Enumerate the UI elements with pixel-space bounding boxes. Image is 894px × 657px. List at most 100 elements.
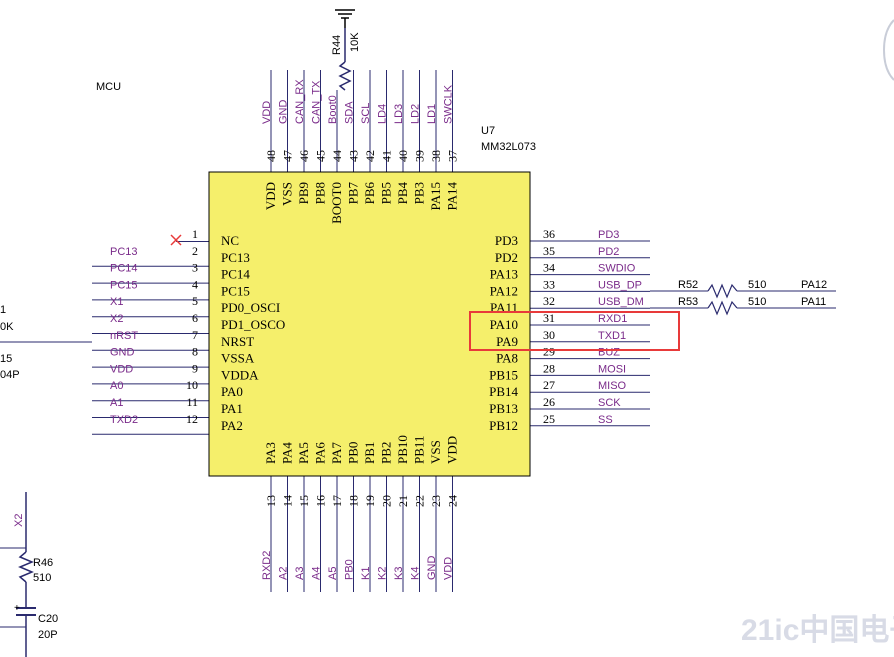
left-pin-number: 12 <box>186 412 198 426</box>
top-pin-name: PB4 <box>395 182 410 205</box>
left-pin-name: PA0 <box>221 384 243 399</box>
left-net-label: nRST <box>110 330 138 342</box>
right-pin-name: PA13 <box>490 267 518 282</box>
left-pin-number: 9 <box>192 361 198 375</box>
bottom-net-label: VDD <box>443 557 455 580</box>
bottom-pin-number: 22 <box>413 495 427 507</box>
left-net-label: A1 <box>110 397 123 409</box>
r53-ref: R53 <box>678 296 698 308</box>
top-net-label: GND <box>278 100 290 125</box>
top-net-label: LD4 <box>377 104 389 124</box>
bottom-net-label: A5 <box>327 567 339 580</box>
bottom-net-label: K2 <box>377 567 389 580</box>
left-pin-name: PA2 <box>221 418 243 433</box>
right-net-label: SS <box>598 414 613 426</box>
bottom-pin-name: PA5 <box>296 442 311 464</box>
right-net-label: PD2 <box>598 246 619 258</box>
left-net-label: VDD <box>110 363 133 375</box>
top-pin-name: PB5 <box>379 182 394 204</box>
bottom-pin-name: VSS <box>428 440 443 464</box>
top-net-label: VDD <box>261 101 273 124</box>
left-pin-name: PC14 <box>221 267 250 282</box>
right-pin-number: 26 <box>543 395 555 409</box>
edge-fragment-1: 1 <box>0 304 6 316</box>
left-pin-number: 11 <box>186 395 198 409</box>
highlight-box <box>469 311 680 351</box>
bottom-net-label: K3 <box>393 567 405 580</box>
top-pin-number: 40 <box>396 150 410 162</box>
top-pin-name: PA15 <box>428 182 443 210</box>
left-pin-name: NRST <box>221 334 254 349</box>
top-pin-number: 48 <box>264 150 278 162</box>
right-pin-name: PD2 <box>495 250 518 265</box>
top-pin-name: BOOT0 <box>329 182 344 224</box>
right-pin-name: PA9 <box>496 334 518 349</box>
right-net-label: MOSI <box>598 363 626 375</box>
right-net-label: BUZ <box>598 347 620 359</box>
right-net-label: PD3 <box>598 229 619 241</box>
wires <box>92 70 650 592</box>
top-pin-name: PB8 <box>313 182 328 204</box>
bottom-pin-name: PA4 <box>280 442 295 464</box>
right-net-label: SWDIO <box>598 263 636 275</box>
c20-value: 20P <box>38 629 58 641</box>
bottom-pin-number: 18 <box>347 495 361 507</box>
bottom-pin-number: 15 <box>297 495 311 507</box>
top-pin-number: 41 <box>380 150 394 162</box>
r44-resistor: R44 10K <box>331 9 361 91</box>
left-pin-number: 2 <box>192 244 198 258</box>
top-pin-name: PB3 <box>412 182 427 204</box>
pa12-net: PA12 <box>801 279 827 291</box>
left-net-label: PC14 <box>110 263 138 275</box>
left-net-label: PC13 <box>110 246 138 258</box>
r53-resistor: R53 510 PA11 <box>650 296 836 316</box>
top-net-label: LD2 <box>410 104 422 124</box>
right-pin-number: 35 <box>543 244 555 258</box>
left-pin-name: PD0_OSCI <box>221 300 280 315</box>
left-pin-number: 7 <box>192 328 198 342</box>
c20-plus: + <box>14 603 20 614</box>
top-pin-name: VDD <box>263 182 278 210</box>
edge-fragment-2: 0K <box>0 321 14 333</box>
right-pin-name: PD3 <box>495 233 518 248</box>
left-net-label: GND <box>110 347 135 359</box>
bottom-pin-number: 16 <box>314 495 328 507</box>
right-pin-number: 34 <box>543 261 555 275</box>
left-net-label: A0 <box>110 380 123 392</box>
watermark-logo: 21ic中国电子网 <box>741 614 894 647</box>
left-pin-name: PC15 <box>221 283 250 298</box>
bottom-net-label: A2 <box>278 567 290 580</box>
top-pin-number: 46 <box>297 150 311 162</box>
right-pin-number: 28 <box>543 361 555 375</box>
left-pin-number: 4 <box>192 277 198 291</box>
left-net-label: TXD2 <box>110 414 138 426</box>
bottom-net-label: RXD2 <box>261 551 273 580</box>
top-pin-number: 37 <box>446 150 460 162</box>
right-net-label: RXD1 <box>598 313 627 325</box>
top-pin-number: 38 <box>429 150 443 162</box>
left-net-label: X2 <box>110 313 123 325</box>
bottom-pin-number: 13 <box>264 495 278 507</box>
top-pin-name: PB7 <box>346 182 361 205</box>
r52-resistor: R52 510 PA12 <box>650 279 836 299</box>
left-pin-number: 5 <box>192 294 198 308</box>
left-net-label: X1 <box>110 296 123 308</box>
bottom-pin-name: PB1 <box>362 442 377 464</box>
top-pin-name: PA14 <box>445 182 460 211</box>
r52-value: 510 <box>748 279 766 291</box>
chip-ref: U7 <box>481 125 495 137</box>
bottom-pin-name: PB0 <box>346 442 361 464</box>
left-pin-number: 3 <box>192 261 198 275</box>
bottom-pin-number: 24 <box>446 495 460 507</box>
bottom-pin-number: 20 <box>380 495 394 507</box>
left-pin-name: NC <box>221 233 239 248</box>
bottom-net-label: A3 <box>294 567 306 580</box>
r44-value: 10K <box>349 32 361 52</box>
chip-part: MM32L073 <box>481 141 536 153</box>
bottom-pin-number: 23 <box>429 495 443 507</box>
r46-value: 510 <box>33 572 51 584</box>
left-pin-number: 6 <box>192 311 198 325</box>
bottom-net-label: GND <box>426 556 438 581</box>
chip-body <box>208 171 531 477</box>
